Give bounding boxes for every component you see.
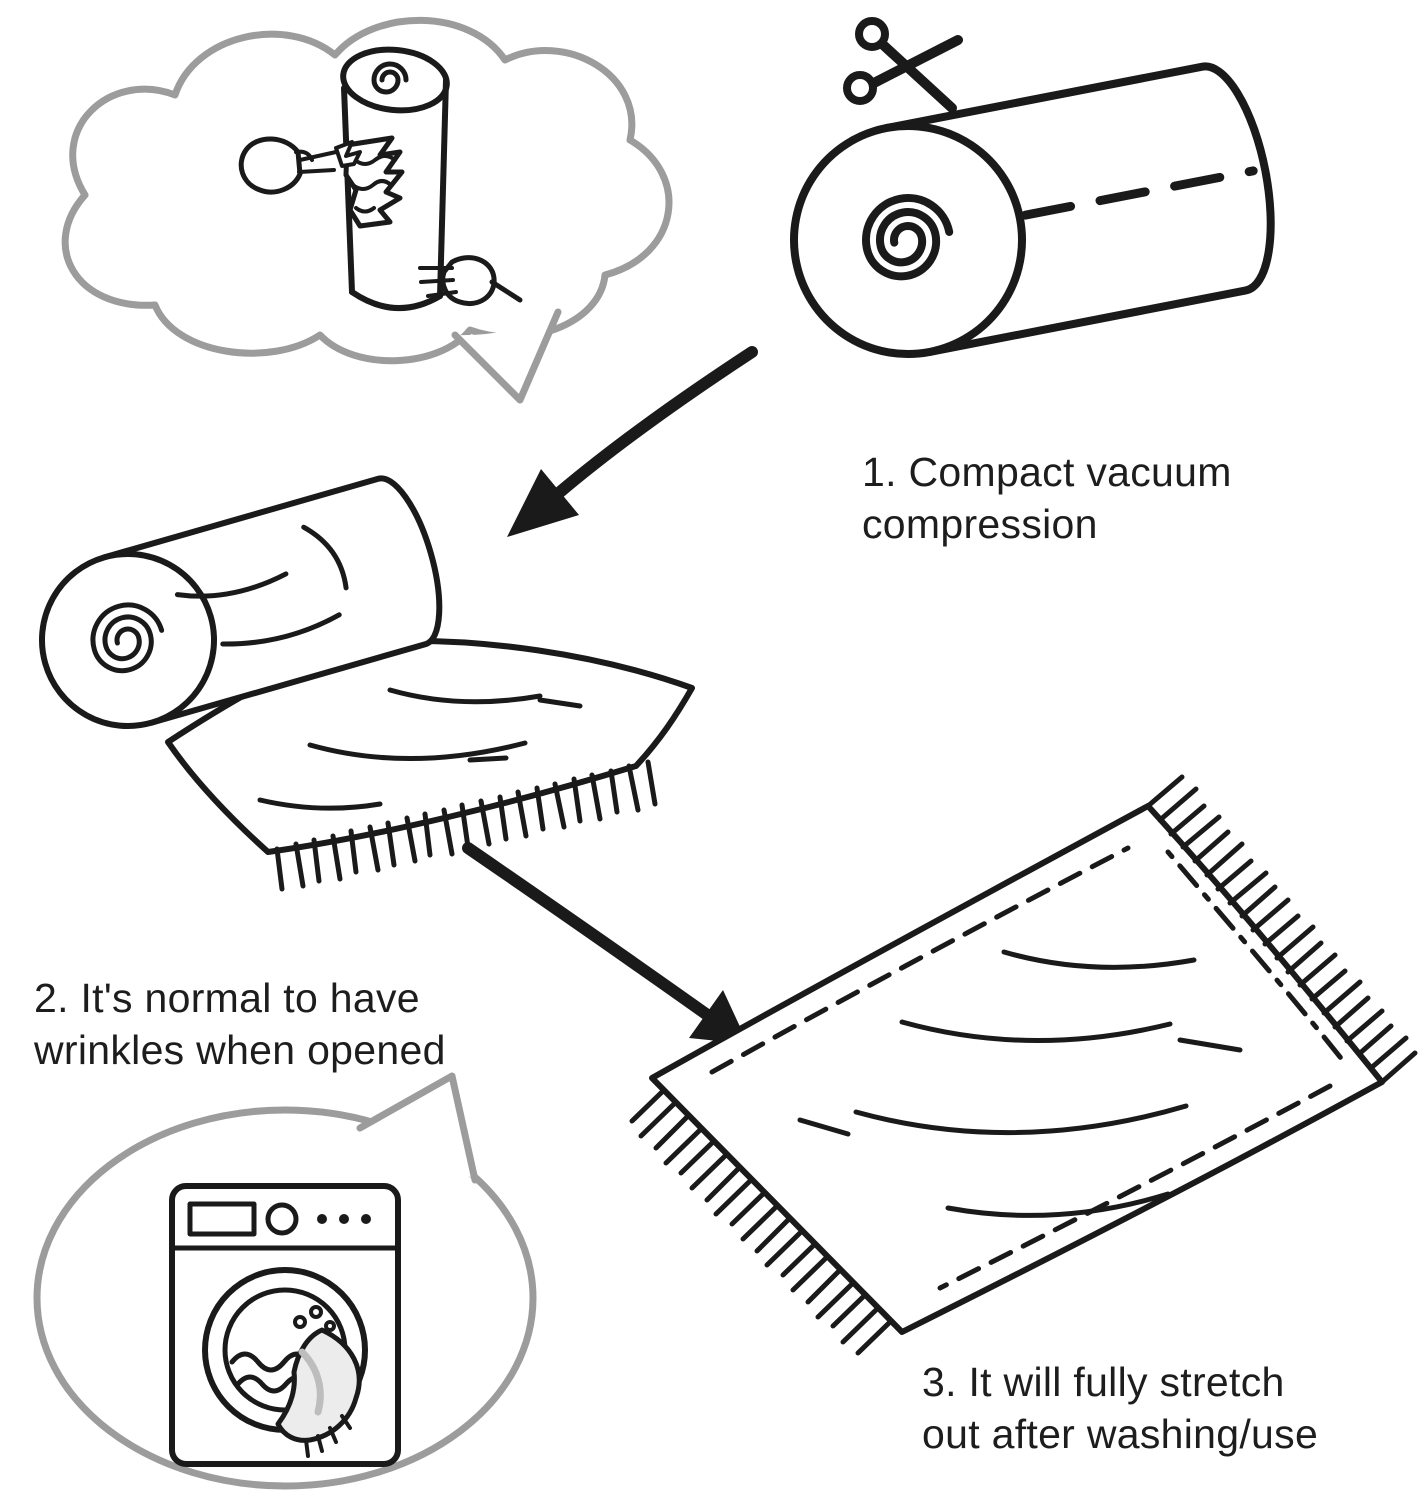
thought-cloud-tail-fill: [455, 312, 558, 400]
step-2-caption: 2. It's normal to have wrinkles when ope…: [34, 975, 446, 1074]
rug-body: [649, 803, 1385, 1335]
blanket-fringe: [274, 759, 658, 892]
washing-machine-illustration: [169, 1183, 401, 1467]
left-hand: [238, 136, 362, 195]
speech-bubble-tail: [356, 1072, 479, 1184]
compressed-roll-illustration: [790, 62, 1275, 358]
washing-machine-speech-bubble: [33, 1072, 537, 1490]
rug-fringe-bottom: [629, 1089, 893, 1356]
curved-arrow-down-left: [507, 346, 758, 537]
torn-package-illustration: [238, 46, 523, 311]
dashed-cut-line: [1020, 166, 1258, 220]
unrolled-blanket-illustration: [39, 475, 695, 892]
package-opening-thought-bubble: [61, 16, 673, 404]
blanket-roll-part: [39, 475, 443, 729]
blanket-in-washer: [275, 1327, 362, 1458]
scissors-icon: [843, 17, 963, 113]
washer-display: [187, 1201, 257, 1237]
package-top-spiral: [371, 61, 409, 95]
thought-cloud-tail: [451, 308, 562, 404]
roll-spiral: [862, 194, 954, 281]
washer-knob: [265, 1202, 299, 1236]
spread-blanket-illustration: [629, 774, 1418, 1356]
roll-end-face: [790, 122, 1026, 358]
step-3-caption: 3. It will fully stretch out after washi…: [922, 1359, 1319, 1458]
step-1-caption: 1. Compact vacuum compression: [862, 449, 1232, 548]
right-hand: [418, 255, 523, 306]
rug-fringe-top: [1145, 774, 1418, 1085]
